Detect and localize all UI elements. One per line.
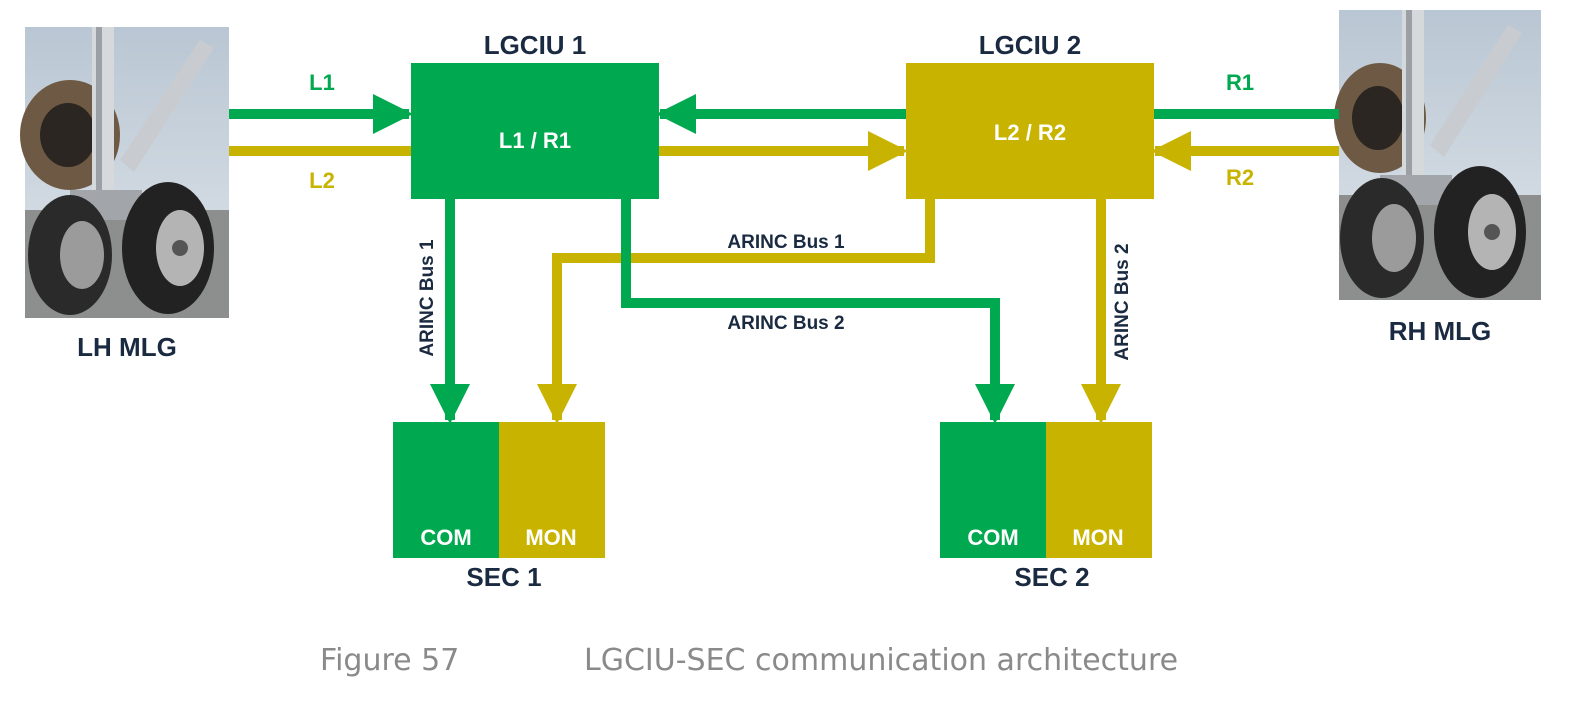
bus-label-lgciu1-sec2: ARINC Bus 2 — [727, 313, 844, 334]
lgciu2-box — [906, 63, 1154, 199]
rh-mlg-label: RH MLG — [1389, 316, 1492, 346]
sec1-mon-label: MON — [525, 525, 576, 550]
right-landing-gear-photo — [1334, 10, 1541, 300]
sec2-com-box — [940, 422, 1046, 558]
sec2-mon-label: MON — [1072, 525, 1123, 550]
sec2-title: SEC 2 — [1014, 562, 1089, 592]
figure-caption: LGCIU-SEC communication architecture — [584, 643, 1178, 678]
sec2-mon-box — [1046, 422, 1152, 558]
left-landing-gear-photo — [20, 27, 229, 318]
lh-mlg-label: LH MLG — [77, 332, 177, 362]
l1-label: L1 — [309, 70, 335, 95]
bus-label-lgciu2-sec2: ARINC Bus 2 — [1112, 243, 1133, 360]
r2-label: R2 — [1226, 165, 1254, 190]
sec1-com-box — [393, 422, 499, 558]
sec2-com-label: COM — [967, 525, 1018, 550]
lgciu1-inner-label: L1 / R1 — [499, 128, 571, 153]
lgciu1-title: LGCIU 1 — [484, 30, 587, 60]
lgciu1-to-sec2-bus — [621, 198, 1015, 424]
lgciu2-to-sec1-bus — [537, 198, 935, 424]
figure-number: Figure 57 — [320, 643, 459, 678]
lgciu2-inner-label: L2 / R2 — [994, 120, 1066, 145]
l2-label: L2 — [309, 168, 335, 193]
sec1-mon-box — [499, 422, 605, 558]
bus-label-lgciu1-sec1: ARINC Bus 1 — [417, 239, 438, 357]
lgciu1-box — [411, 63, 659, 199]
bus-label-lgciu2-sec1: ARINC Bus 1 — [727, 232, 845, 253]
sec1-com-label: COM — [420, 525, 471, 550]
lgciu2-title: LGCIU 2 — [979, 30, 1082, 60]
r1-label: R1 — [1226, 70, 1254, 95]
sec1-title: SEC 1 — [466, 562, 541, 592]
